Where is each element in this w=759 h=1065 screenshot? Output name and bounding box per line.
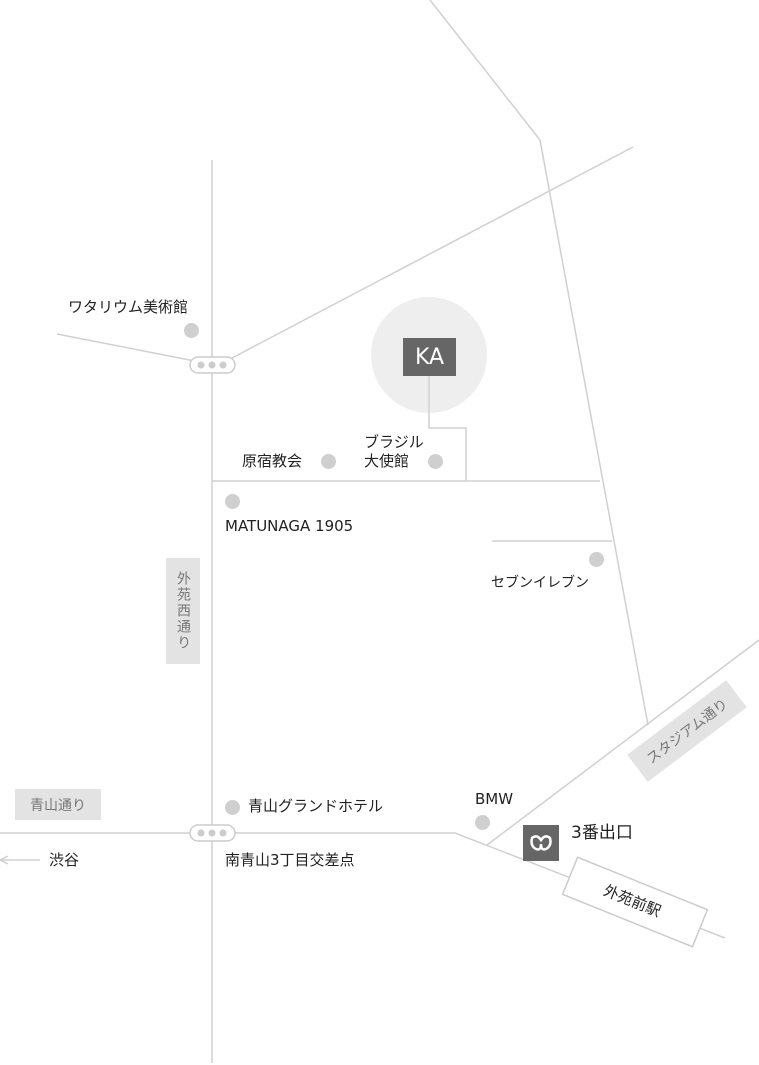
label-hotel: 青山グランドホテル (248, 797, 384, 815)
place-dot (321, 454, 336, 469)
shibuya-arrow-head (0, 855, 9, 865)
place-dot (184, 323, 199, 338)
route-line (428, 376, 467, 481)
label-brazil-1: ブラジル (364, 433, 424, 451)
label-exit: 3番出口 (571, 823, 633, 843)
metro-icon (523, 825, 559, 861)
place-dot (225, 494, 240, 509)
place-dot (428, 454, 443, 469)
label-seven-eleven: セブンイレブン (491, 575, 589, 591)
label-church: 原宿教会 (242, 452, 303, 470)
traffic-signal-icon (189, 824, 236, 842)
stadium-road-tag (627, 680, 747, 782)
label-watarium: ワタリウム美術館 (68, 298, 189, 316)
road-northeast (231, 146, 634, 359)
label-matunaga: MATUNAGA 1905 (225, 517, 354, 535)
road-tag-gaien-nishi: 外苑西通り (166, 558, 200, 664)
road-stadium (486, 639, 759, 846)
road-northwest (56, 333, 201, 363)
road-tag-aoyama: 青山通り (15, 789, 101, 820)
label-brazil-2: 大使館 (364, 452, 410, 470)
place-dot (589, 552, 604, 567)
label-bmw: BMW (475, 790, 514, 808)
label-intersection: 南青山3丁目交差点 (225, 851, 355, 869)
ka-logo-marker[interactable]: KA (403, 338, 456, 376)
place-dot (225, 800, 240, 815)
traffic-signal-icon (189, 356, 236, 374)
road-diagonal-east (429, 0, 649, 726)
label-shibuya: 渋谷 (49, 851, 80, 869)
place-dot (475, 815, 490, 830)
station-box (561, 856, 709, 948)
